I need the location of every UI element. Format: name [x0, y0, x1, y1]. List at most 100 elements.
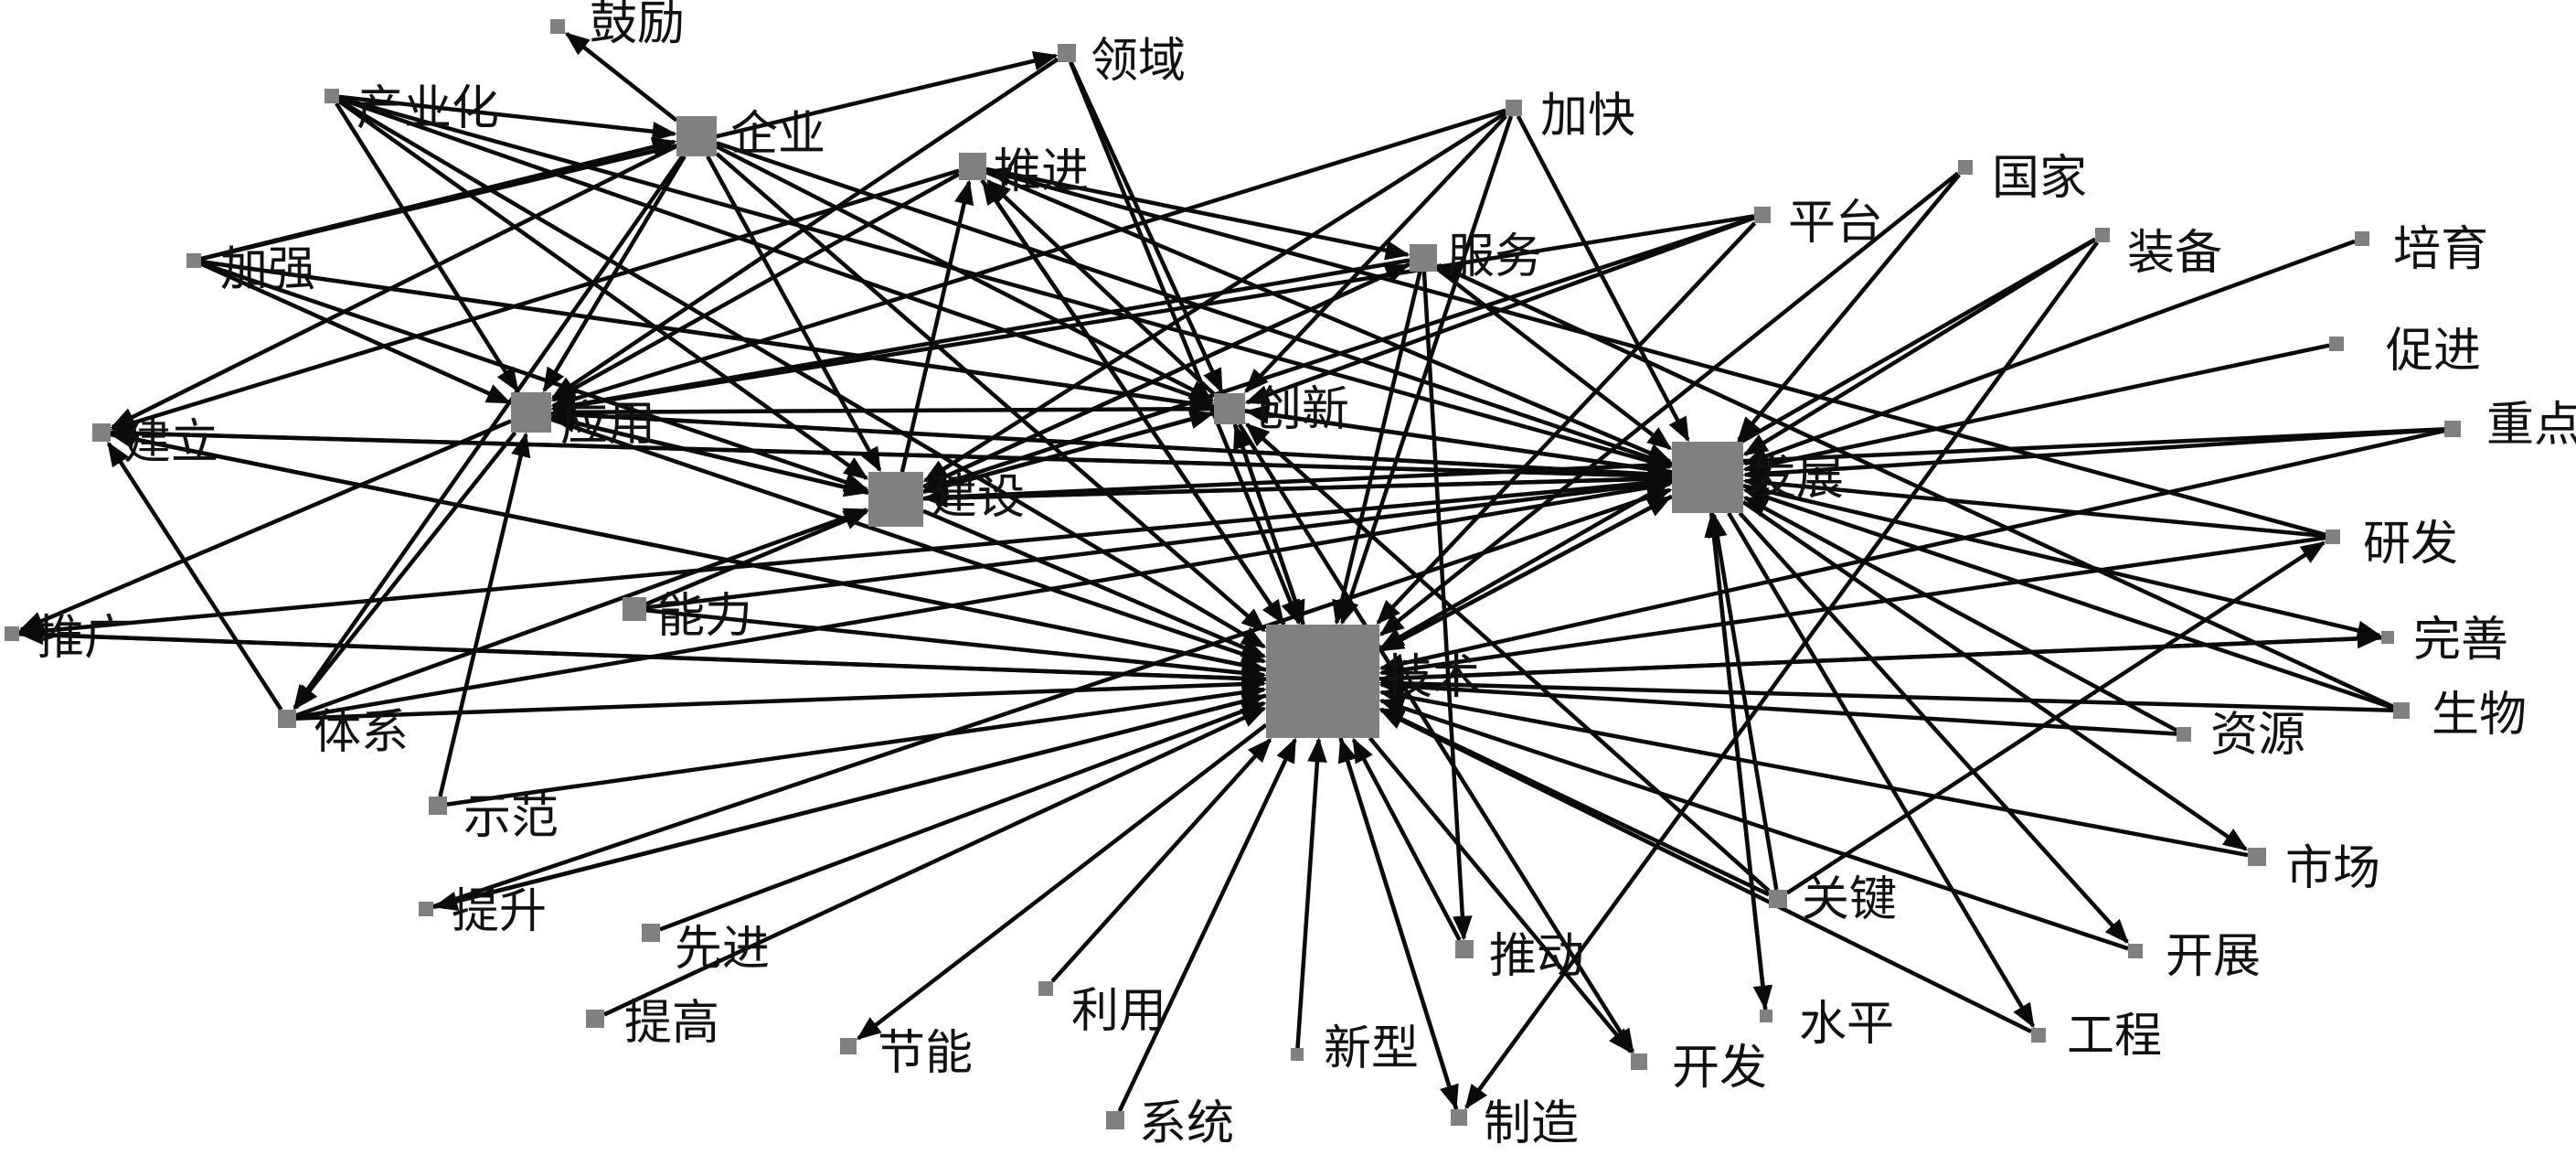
node-kaizhan: 开展 — [2128, 929, 2261, 984]
node-lingyu: 领域 — [1058, 34, 1186, 89]
node-label: 开展 — [2166, 929, 2261, 984]
node-square — [1769, 890, 1787, 908]
edge-tuijin-to-jianli — [110, 168, 960, 433]
node-label: 提高 — [624, 996, 719, 1051]
node-square — [1754, 207, 1771, 223]
edge-fazhan-to-yingyong — [550, 404, 1673, 478]
edge-fazhan-to-jianshe — [922, 476, 1673, 508]
edge-fazhan-to-chuangxin — [1244, 404, 1673, 475]
node-label: 建设 — [930, 470, 1025, 525]
node-label: 技术 — [1385, 650, 1480, 705]
edge-fazhan-to-shichang — [1741, 500, 2249, 851]
node-gongcheng: 工程 — [2031, 1009, 2162, 1064]
node-zhuangbei: 装备 — [2095, 226, 2222, 281]
edge-guanjian-to-fazhan — [1708, 512, 1779, 891]
edge-jiakuai-to-jishu — [1339, 115, 1514, 626]
node-square — [2381, 631, 2394, 644]
node-jishu: 技术 — [1266, 625, 1480, 738]
edge-guanjian-to-jishu — [1378, 707, 1770, 897]
node-label: 加强 — [220, 242, 315, 297]
edge-chanyehua-to-fazhan — [338, 96, 1673, 471]
node-square — [1038, 981, 1053, 996]
node-label: 水平 — [1799, 997, 1894, 1052]
node-xianjin: 先进 — [642, 922, 770, 977]
node-square — [278, 710, 296, 728]
node-label: 培育 — [2393, 222, 2488, 277]
node-label: 推广 — [37, 611, 132, 666]
edge-tixi-to-jishu — [295, 674, 1267, 721]
edge-shifan-to-yingyong — [438, 432, 531, 797]
node-label: 提升 — [452, 884, 547, 939]
edge-nengli-to-fazhan — [645, 475, 1673, 610]
node-square — [419, 902, 433, 916]
node-tisheng: 提升 — [419, 884, 547, 939]
node-square — [1214, 393, 1245, 424]
node-square — [1058, 44, 1076, 62]
node-shuiping: 水平 — [1760, 997, 1894, 1052]
edge-fuwu-to-jishu — [1332, 271, 1422, 626]
node-tuiguang: 推广 — [5, 611, 132, 666]
edge-zhuangbei-to-fazhan — [1742, 237, 2097, 456]
edge-jianshe-to-tuijin — [899, 179, 974, 473]
node-square — [2095, 228, 2110, 242]
edge-jiaqiang-to-qiye — [200, 137, 677, 262]
edge-zhongdian-to-fazhan — [1742, 427, 2445, 484]
node-label: 生物 — [2432, 688, 2527, 743]
node-label: 加快 — [1540, 89, 1635, 144]
node-tuidong: 推动 — [1455, 929, 1584, 984]
edge-chuangxin-to-jianshe — [922, 411, 1215, 496]
edge-chuangxin-to-yingyong — [550, 401, 1215, 422]
edge-jishu-to-kaifa — [1368, 736, 1633, 1054]
edge-peiyu-to-fazhan — [1742, 239, 2356, 466]
node-label: 制造 — [1484, 1096, 1579, 1151]
node-label: 体系 — [314, 705, 409, 760]
node-wanshan: 完善 — [2381, 613, 2508, 668]
edge-qiye-to-jianli — [110, 144, 678, 430]
node-square — [1291, 1048, 1304, 1061]
edge-zhizao-to-jishu — [1337, 737, 1459, 1110]
node-jiaqiang: 加强 — [186, 242, 315, 297]
node-label: 国家 — [1992, 151, 2087, 206]
node-square — [586, 1010, 604, 1028]
node-label: 推动 — [1489, 929, 1584, 984]
node-square — [2248, 848, 2266, 866]
edge-shichang-to-jishu — [1378, 686, 2249, 858]
node-square — [959, 153, 986, 180]
edge-jiaqiang-to-yingyong — [200, 262, 512, 405]
node-label: 研发 — [2363, 517, 2458, 572]
node-fazhan: 发展 — [1672, 442, 1844, 513]
node-label: 产业化 — [357, 81, 499, 136]
edge-xitong-to-jishu — [1117, 737, 1297, 1112]
edge-fuwu-to-yingyong — [550, 258, 1410, 415]
edge-yanfa-to-fazhan — [1742, 473, 2326, 539]
node-label: 鼓励 — [590, 0, 685, 51]
node-guanjian: 关键 — [1769, 872, 1897, 927]
node-zhizao: 制造 — [1451, 1096, 1579, 1151]
node-zhongdian: 重点 — [2444, 398, 2576, 453]
node-chanyehua: 产业化 — [325, 81, 499, 136]
node-label: 市场 — [2285, 841, 2380, 896]
node-label: 促进 — [2386, 324, 2481, 379]
node-tigao: 提高 — [586, 996, 719, 1051]
node-label: 节能 — [878, 1026, 973, 1081]
edge-wanshan-to-jishu — [1378, 636, 2382, 689]
node-label: 开发 — [1672, 1041, 1767, 1096]
node-shichang: 市场 — [2248, 841, 2380, 896]
node-chuangxin: 创新 — [1214, 382, 1349, 437]
edge-ziyuan-to-fazhan — [1742, 496, 2178, 733]
edge-pingtai-to-yingyong — [550, 214, 1755, 416]
edge-shuiping-to-fazhan — [1704, 512, 1768, 1011]
edge-tuijin-to-fuwu — [985, 166, 1410, 261]
node-square — [5, 626, 19, 641]
edge-shengwu-to-fazhan — [1742, 487, 2394, 711]
node-guli: 鼓励 — [550, 0, 685, 51]
node-square — [429, 797, 447, 815]
edge-fazhan-to-wanshan — [1742, 484, 2382, 640]
edge-chanyehua-to-yingyong — [335, 102, 519, 393]
edge-guojia-to-jishu — [1378, 171, 1960, 636]
edge-tixi-to-fazhan — [295, 477, 1673, 720]
node-label: 发展 — [1749, 451, 1844, 506]
edge-guanjian-to-yanfa — [1785, 540, 2326, 895]
edge-xianjin-to-jishu — [659, 700, 1267, 932]
node-square — [1451, 1109, 1467, 1126]
